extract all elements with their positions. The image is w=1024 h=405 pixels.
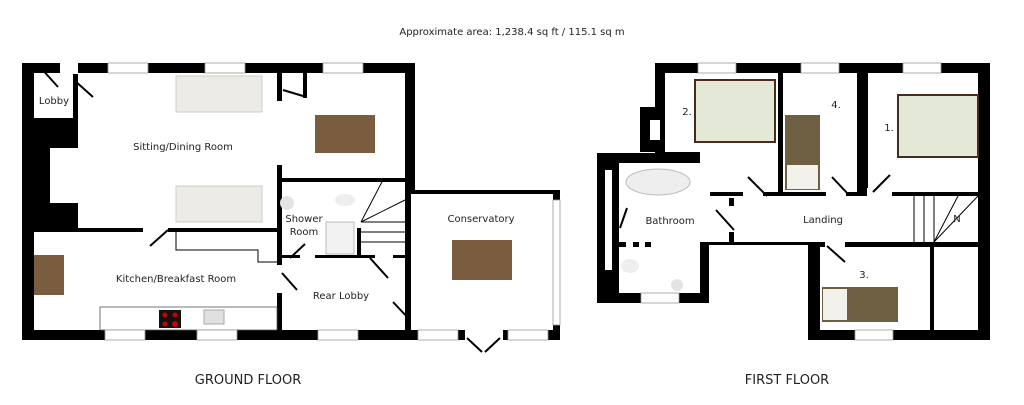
chimney-recess bbox=[50, 148, 78, 203]
dining-table bbox=[315, 115, 375, 153]
lobby-room bbox=[34, 73, 73, 118]
label-kitchen: Kitchen/Breakfast Room bbox=[116, 274, 236, 285]
rear-lobby-room bbox=[282, 258, 405, 330]
label-bedroom-2: 2. bbox=[682, 107, 692, 118]
label-bedroom-1: 1. bbox=[884, 123, 894, 134]
toilet bbox=[335, 194, 355, 206]
shower-tray bbox=[325, 221, 355, 255]
area-caption: Approximate area: 1,238.4 sq ft / 115.1 … bbox=[399, 27, 624, 38]
sink bbox=[203, 309, 225, 325]
label-landing: Landing bbox=[803, 215, 843, 226]
label-bedroom-3: 3. bbox=[859, 270, 869, 281]
sofa bbox=[175, 185, 263, 223]
label-rear-lobby: Rear Lobby bbox=[313, 291, 369, 302]
label-bedroom-4: 4. bbox=[831, 100, 841, 111]
breakfast-table bbox=[34, 255, 64, 295]
label-lobby: Lobby bbox=[39, 96, 69, 107]
stairs-lines bbox=[360, 177, 406, 243]
first-floor-plan: N 2. 4. 1. Bathroom Landing 3. FIRST FLO… bbox=[597, 62, 990, 388]
stair-arrow-icon: N bbox=[953, 214, 960, 225]
double-bed bbox=[694, 79, 776, 143]
basin bbox=[671, 279, 683, 291]
double-bed bbox=[897, 94, 979, 158]
bathtub bbox=[625, 168, 691, 196]
conservatory-table bbox=[452, 240, 512, 280]
label-shower: Shower bbox=[285, 214, 323, 225]
first-floor-title: FIRST FLOOR bbox=[745, 373, 829, 388]
ground-floor-plan: Lobby Sitting/Dining Room Shower Room Ki… bbox=[22, 62, 561, 388]
landing-room bbox=[736, 196, 978, 242]
label-bathroom: Bathroom bbox=[645, 216, 694, 227]
toilet bbox=[621, 259, 639, 273]
label-sitting-dining: Sitting/Dining Room bbox=[133, 142, 233, 153]
basin bbox=[280, 196, 294, 210]
ground-floor-title: GROUND FLOOR bbox=[195, 373, 301, 388]
stair-well bbox=[934, 247, 978, 330]
label-shower-room: Room bbox=[290, 227, 318, 238]
sofa bbox=[175, 75, 263, 113]
label-conservatory: Conservatory bbox=[447, 214, 514, 225]
